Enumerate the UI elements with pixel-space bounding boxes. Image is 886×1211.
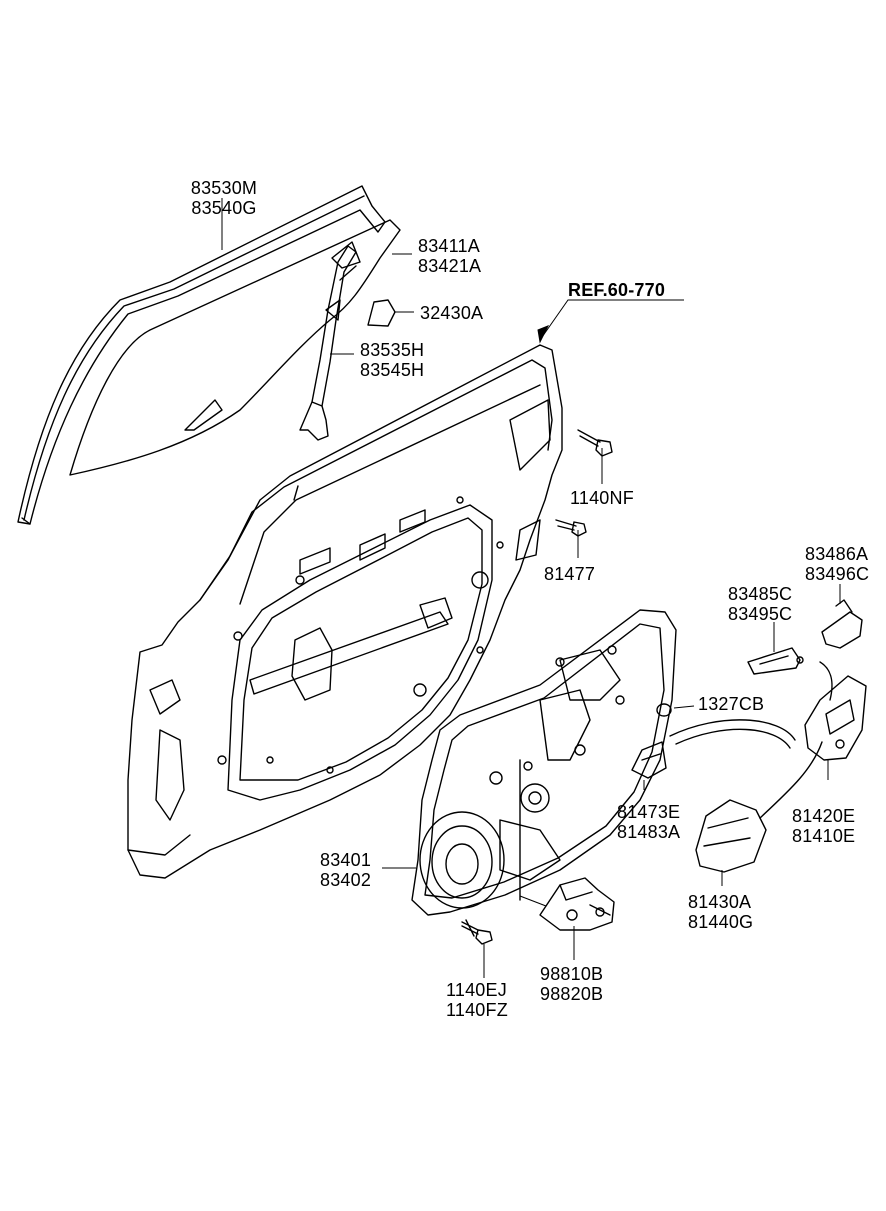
latch-actuator-part (695, 799, 767, 873)
callout-window-motor: 98810B 98820B (540, 964, 603, 1004)
door-shell-part (127, 344, 563, 879)
callout-door-glass: 83411A 83421A (418, 236, 481, 276)
upper-bolt-part (577, 429, 613, 457)
part-number: 81477 (544, 564, 596, 584)
part-number: 83530M (190, 178, 258, 198)
part-number: 83535H (360, 340, 425, 360)
part-number: 1327CB (698, 694, 765, 714)
leader-motor-dot (519, 895, 547, 907)
part-number: 81410E (792, 826, 856, 846)
grommet-part (656, 703, 672, 717)
module-panel-part (411, 609, 677, 916)
part-number: 81440G (688, 912, 754, 932)
outer-handle-part (821, 599, 863, 649)
callout-lower-bolt: 1140EJ 1140FZ (446, 980, 508, 1020)
part-number: 81420E (792, 806, 856, 826)
part-number: 1140NF (570, 488, 634, 508)
callout-latch-actuator: 81430A 81440G (688, 892, 753, 932)
leader-ref (539, 299, 684, 341)
callout-outer-handle: 83486A 83496C (805, 544, 869, 584)
ref-arrowhead (537, 325, 550, 344)
door-latch-part (804, 675, 867, 761)
callout-glass-pad: 32430A (420, 303, 483, 323)
part-number: 98820B (540, 984, 604, 1004)
callout-window-run-channel: 83530M 83540G (182, 178, 266, 218)
lower-bolt-part (461, 919, 493, 945)
rear-channel-part (299, 245, 357, 441)
striker-bolt-part (555, 519, 587, 537)
door-glass-part (69, 219, 401, 476)
lock-rod-part (631, 741, 667, 779)
part-number: 83540G (191, 198, 257, 218)
part-number: 83495C (728, 604, 793, 624)
part-number: 83545H (360, 360, 425, 380)
glass-pad-part (367, 299, 396, 327)
window-motor-part (539, 877, 615, 931)
window-run-channel-part (17, 185, 386, 525)
callout-upper-bolt: 1140NF (570, 488, 634, 508)
callout-door-panel-ref: REF.60-770 (568, 280, 665, 300)
part-number: 81483A (617, 822, 681, 842)
callout-striker-bolt: 81477 (544, 564, 595, 584)
callout-lock-rod: 81473E 81483A (617, 802, 680, 842)
part-number: 83486A (805, 544, 869, 564)
part-number: 1140FZ (446, 1000, 508, 1020)
part-number: 83402 (320, 870, 372, 890)
reference-label: REF.60-770 (568, 280, 666, 300)
part-number: 83421A (418, 256, 482, 276)
part-number: 83401 (320, 850, 372, 870)
part-number: 83411A (418, 236, 480, 256)
callout-grommet: 1327CB (698, 694, 764, 714)
cables-part (669, 661, 833, 819)
callout-inner-handle: 83485C 83495C (728, 584, 792, 624)
callout-rear-channel: 83535H 83545H (360, 340, 424, 380)
part-number: 32430A (420, 303, 484, 323)
part-number: 83485C (728, 584, 793, 604)
callout-door-latch: 81420E 81410E (792, 806, 855, 846)
part-number: 81473E (617, 802, 681, 822)
part-number: 1140EJ (446, 980, 507, 1000)
part-number: 98810B (540, 964, 604, 984)
part-number: 81430A (688, 892, 752, 912)
part-number: 83496C (805, 564, 870, 584)
leader-1327CB (673, 705, 695, 709)
inner-handle-part (747, 647, 804, 675)
callout-module-panel: 83401 83402 (320, 850, 371, 890)
